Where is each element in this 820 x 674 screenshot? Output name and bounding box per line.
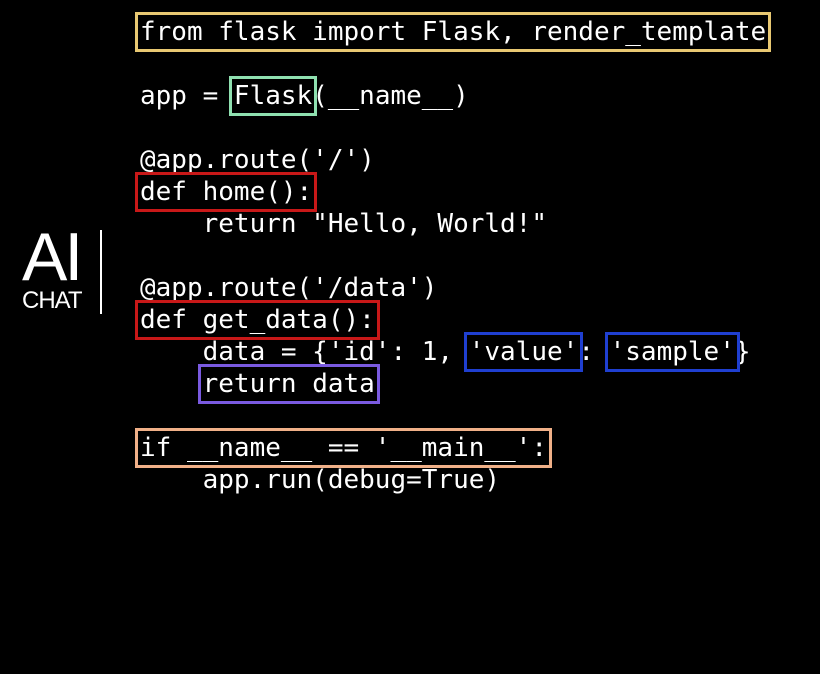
data-dict-prefix: data = {'id': 1, <box>140 337 469 367</box>
app-run-text: app.run(debug=True) <box>140 465 501 495</box>
return-indent <box>140 369 203 399</box>
logo-divider <box>100 230 102 314</box>
app-assign-text: app = <box>140 81 234 111</box>
highlight-sample-value: 'sample' <box>604 332 740 372</box>
highlight-flask-call: Flask <box>228 76 318 116</box>
code-line-app: app = Flask(__name__) <box>140 76 469 116</box>
code-line-def-home: def home(): <box>134 172 318 212</box>
code-line-def-get-data: def get_data(): <box>135 300 380 340</box>
code-line-return-hello: return "Hello, World!" <box>140 208 547 240</box>
return-hello-text: return "Hello, World!" <box>140 209 547 239</box>
code-line-app-run: app.run(debug=True) <box>140 464 500 496</box>
code-block: from flask import Flask, render_template… <box>134 12 772 674</box>
highlight-if-main: if __name__ == '__main__': <box>135 428 552 468</box>
code-line-route-home: @app.route('/') <box>140 144 375 176</box>
code-line-import: from flask import Flask, render_template <box>134 12 772 52</box>
logo-chat-text: CHAT <box>22 287 83 314</box>
logo-ai-text: AI <box>22 219 83 295</box>
code-line-data-dict: data = {'id': 1, 'value': 'sample'} <box>140 332 751 372</box>
app-args-text: (__name__) <box>312 81 469 111</box>
data-dict-suffix: } <box>734 337 751 367</box>
route-data-text: @app.route('/data') <box>140 273 438 303</box>
highlight-def-home: def home(): <box>134 172 318 212</box>
highlight-def-get-data: def get_data(): <box>135 300 380 340</box>
data-dict-colon: : <box>578 337 610 367</box>
route-home-text: @app.route('/') <box>140 145 375 175</box>
ai-chat-logo: AI CHAT <box>22 219 106 316</box>
code-line-return-data: return data <box>140 364 380 404</box>
code-line-route-data: @app.route('/data') <box>140 272 437 304</box>
code-line-if-main: if __name__ == '__main__': <box>135 428 552 468</box>
highlight-import: from flask import Flask, render_template <box>134 12 772 52</box>
highlight-value-key: 'value' <box>463 332 584 372</box>
highlight-return-data: return data <box>197 364 380 404</box>
